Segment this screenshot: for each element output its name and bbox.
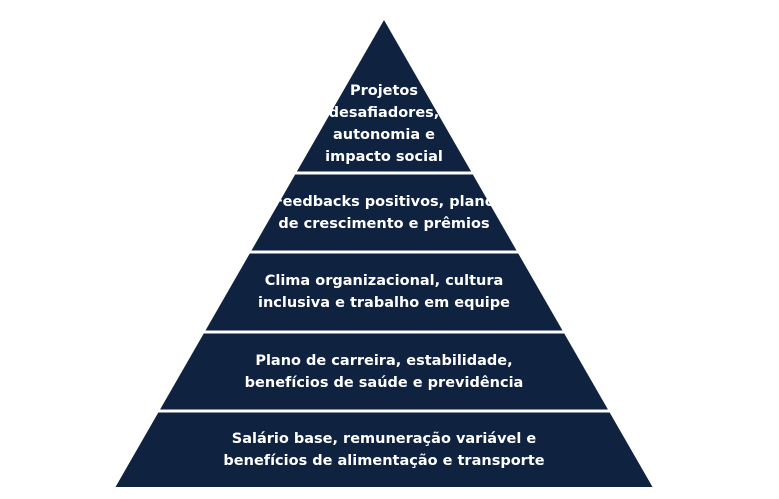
- tier-label-base: Salário base, remuneração variável e ben…: [223, 430, 545, 469]
- tier-base: [115, 412, 653, 487]
- pyramid-tiers: [115, 20, 653, 487]
- tier-social: [205, 253, 563, 331]
- tier-label-top: Projetos desafiadores, autonomia e impac…: [325, 83, 443, 165]
- tier-security: [160, 333, 608, 410]
- tier-label-social: Clima organizacional, cultura inclusiva …: [258, 273, 510, 311]
- tier-top: [296, 20, 472, 172]
- tier-label-recognition: Feedbacks positivos, plano de cresciment…: [273, 193, 495, 232]
- tier-label-security: Plano de carreira, estabilidade, benefíc…: [244, 352, 524, 391]
- tier-recognition: [251, 174, 517, 251]
